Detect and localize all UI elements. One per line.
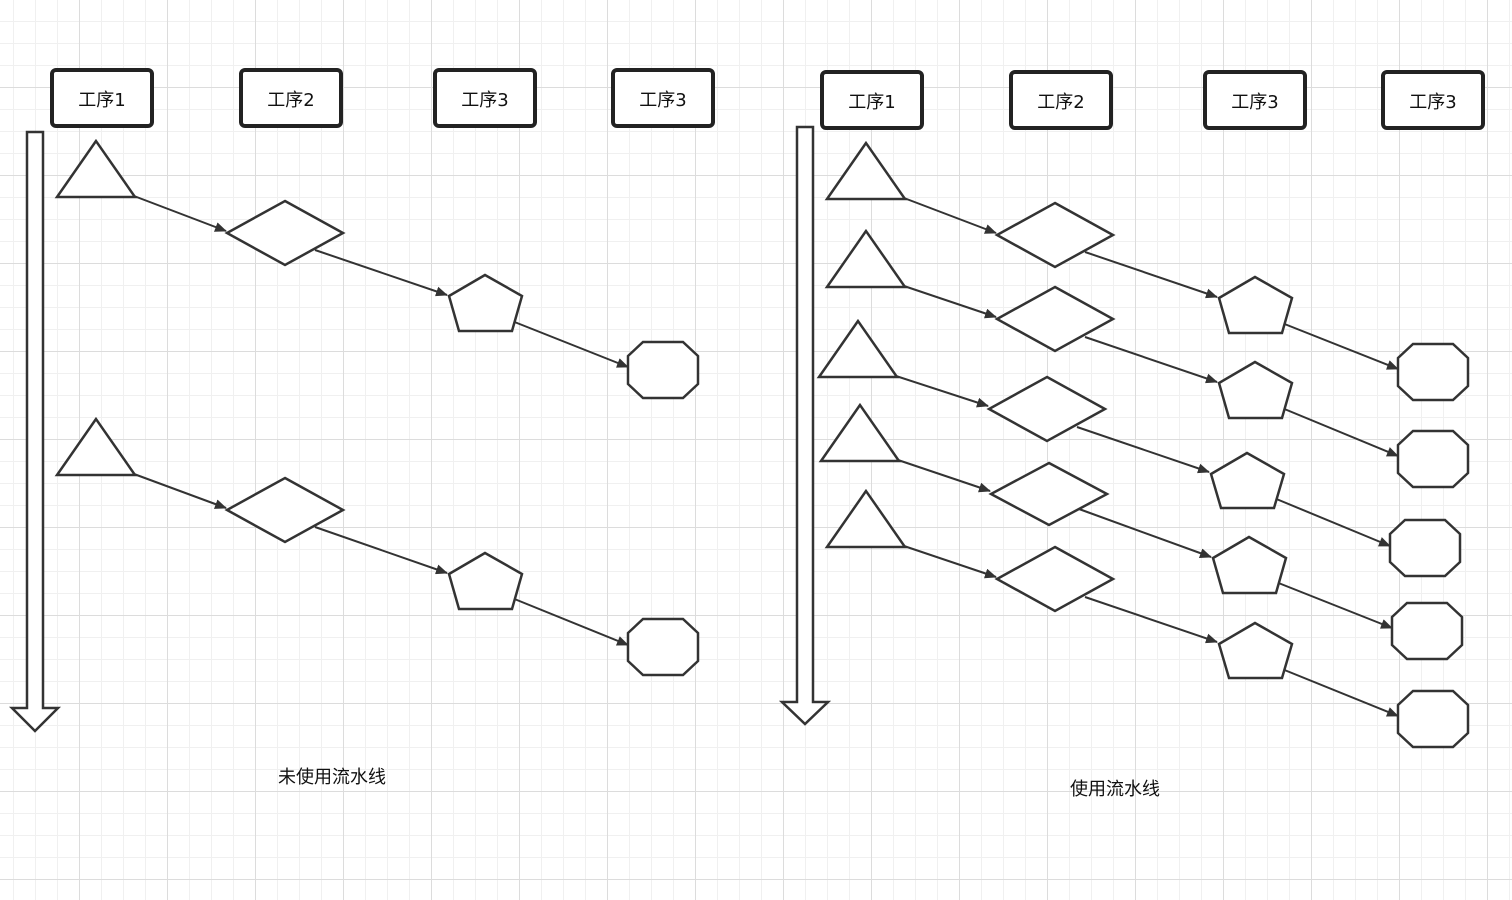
right-task-5-octagon-shape <box>1396 689 1470 749</box>
left-task-2-triangle-shape <box>54 416 138 477</box>
right-stage-header-1-label: 工序1 <box>848 92 895 113</box>
left-task-2-pentagon-shape <box>447 551 524 611</box>
right-task-5-arrow-3 <box>1281 668 1399 717</box>
left-task-1 <box>54 138 700 400</box>
left-task-1-arrow-3 <box>511 320 629 368</box>
right-task-4-pentagon-shape <box>1211 535 1288 595</box>
right-task-1-triangle-shape <box>824 140 908 201</box>
right-stage-header-3-label: 工序3 <box>1231 92 1278 113</box>
left-task-1-arrow-1 <box>133 195 227 232</box>
right-task-4-arrow-1 <box>897 459 991 493</box>
right-panel-pipeline: 工序1 工序2 工序3 工序3 <box>778 70 1485 800</box>
left-stage-header-2: 工序2 <box>239 68 343 128</box>
right-stage-header-1: 工序1 <box>820 70 924 130</box>
right-task-1-arrow-3 <box>1281 322 1399 370</box>
left-stage-header-1-label: 工序1 <box>78 90 125 111</box>
left-caption: 未使用流水线 <box>278 767 386 788</box>
left-stage-header-4-label: 工序3 <box>639 90 686 111</box>
right-task-3-arrow-2 <box>1076 426 1210 474</box>
left-task-1-triangle-shape <box>54 138 138 199</box>
left-task-1-arrow-2 <box>314 249 448 297</box>
left-stage-header-3: 工序3 <box>433 68 537 128</box>
left-stage-header-4: 工序3 <box>611 68 715 128</box>
right-task-3-arrow-1 <box>895 375 989 408</box>
left-task-2 <box>54 416 700 677</box>
right-task-1-arrow-2 <box>1084 251 1218 299</box>
right-task-1-octagon-shape <box>1396 342 1470 402</box>
left-task-2-diamond-shape <box>224 476 346 544</box>
right-task-4-arrow-3 <box>1275 581 1393 629</box>
right-task-5-diamond-shape <box>994 545 1116 613</box>
right-task-3-arrow-3 <box>1273 497 1391 547</box>
right-task-4 <box>818 402 1464 661</box>
left-stage-header-2-label: 工序2 <box>267 90 314 111</box>
left-task-2-arrow-3 <box>511 597 629 646</box>
right-caption: 使用流水线 <box>1070 779 1160 800</box>
right-task-5-arrow-1 <box>903 545 997 579</box>
left-task-1-pentagon-shape <box>447 273 524 333</box>
right-stage-header-2-label: 工序2 <box>1037 92 1084 113</box>
right-task-2-arrow-2 <box>1084 336 1218 384</box>
right-task-2-arrow-3 <box>1281 407 1399 457</box>
right-task-4-arrow-2 <box>1078 508 1212 558</box>
right-task-1-arrow-1 <box>903 197 997 234</box>
left-task-2-arrow-2 <box>314 526 448 575</box>
right-task-1-diamond-shape <box>994 201 1116 269</box>
left-stage-header-1: 工序1 <box>50 68 154 128</box>
right-task-1 <box>824 140 1470 402</box>
left-task-2-arrow-1 <box>133 473 227 509</box>
right-task-3-triangle-shape <box>816 318 900 379</box>
right-time-arrow <box>778 125 832 726</box>
right-task-2-arrow-1 <box>903 285 997 319</box>
right-task-4-triangle-shape <box>818 402 902 463</box>
right-task-3 <box>816 318 1462 578</box>
right-stage-header-4-label: 工序3 <box>1409 92 1456 113</box>
right-task-2-octagon-shape <box>1396 429 1470 489</box>
right-task-4-octagon-shape <box>1390 601 1464 661</box>
right-task-5-triangle-shape <box>824 488 908 549</box>
right-task-2-triangle-shape <box>824 228 908 289</box>
right-stage-header-4: 工序3 <box>1381 70 1485 130</box>
right-stage-header-3: 工序3 <box>1203 70 1307 130</box>
right-task-2-pentagon-shape <box>1217 360 1294 420</box>
right-task-3-octagon-shape <box>1388 518 1462 578</box>
left-task-1-diamond-shape <box>224 199 346 267</box>
right-task-3-pentagon-shape <box>1209 451 1286 510</box>
right-task-4-diamond-shape <box>988 461 1110 527</box>
left-stage-header-3-label: 工序3 <box>461 90 508 111</box>
left-panel-no-pipeline: 工序1 工序2 工序3 工序3 <box>8 68 715 788</box>
left-time-arrow <box>8 130 62 733</box>
left-task-2-octagon-shape <box>626 617 700 677</box>
right-task-2 <box>824 228 1470 489</box>
right-task-2-diamond-shape <box>994 285 1116 353</box>
right-stage-header-2: 工序2 <box>1009 70 1113 130</box>
right-task-5-arrow-2 <box>1084 596 1218 644</box>
left-task-1-octagon-shape <box>626 340 700 400</box>
right-task-5-pentagon-shape <box>1217 621 1294 680</box>
right-task-5 <box>824 488 1470 749</box>
right-task-1-pentagon-shape <box>1217 275 1294 335</box>
right-task-3-diamond-shape <box>986 375 1108 443</box>
